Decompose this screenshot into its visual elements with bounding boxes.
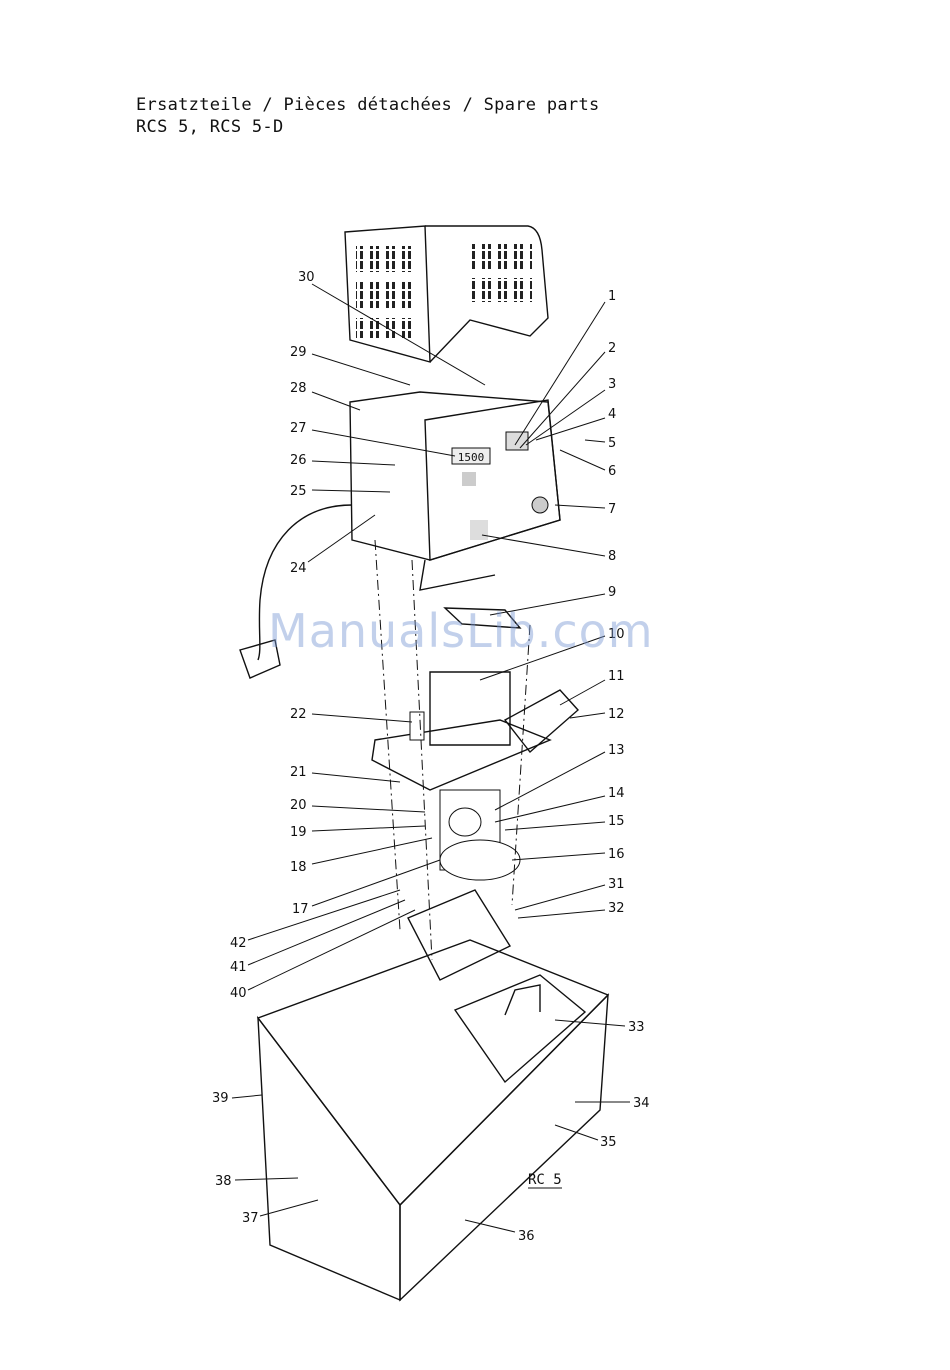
callout-42: 42 xyxy=(230,890,400,951)
callout-28: 28 xyxy=(290,381,360,410)
callout-label: 29 xyxy=(290,345,307,360)
callout-14: 14 xyxy=(495,786,625,822)
motor-pump-assembly xyxy=(372,672,578,880)
callout-label: 31 xyxy=(608,877,625,892)
callout-label: 4 xyxy=(608,407,616,422)
callout-32: 32 xyxy=(518,901,625,918)
callout-16: 16 xyxy=(512,847,625,862)
callout-label: 36 xyxy=(518,1229,535,1244)
callout-label: 40 xyxy=(230,986,247,1001)
callout-40: 40 xyxy=(230,910,415,1001)
callout-label: 32 xyxy=(608,901,625,916)
callout-label: 16 xyxy=(608,847,625,862)
callout-17: 17 xyxy=(292,860,440,917)
bath-tank xyxy=(258,940,608,1300)
callout-label: 15 xyxy=(608,814,625,829)
callout-label: 41 xyxy=(230,960,247,975)
callout-6: 6 xyxy=(560,450,616,479)
display-reading: 1500 xyxy=(458,451,485,464)
control-housing: 1500 xyxy=(350,392,560,590)
callout-19: 19 xyxy=(290,825,425,840)
callout-label: 17 xyxy=(292,902,309,917)
callout-label: 9 xyxy=(608,585,616,600)
callout-label: 5 xyxy=(608,436,616,451)
callout-label: 13 xyxy=(608,743,625,758)
callout-label: 3 xyxy=(608,377,616,392)
callout-33: 33 xyxy=(555,1020,645,1035)
callout-34: 34 xyxy=(575,1096,650,1111)
callout-label: 35 xyxy=(600,1135,617,1150)
callout-39: 39 xyxy=(212,1091,262,1106)
callout-38: 38 xyxy=(215,1174,298,1189)
callout-label: 37 xyxy=(242,1211,259,1226)
watermark: ManualsLib.com xyxy=(268,604,654,658)
callout-21: 21 xyxy=(290,765,400,782)
callout-label: 14 xyxy=(608,786,625,801)
callout-13: 13 xyxy=(495,743,625,810)
callout-24: 24 xyxy=(290,515,375,576)
callout-5: 5 xyxy=(585,436,616,451)
heater-element xyxy=(408,890,510,980)
callout-label: 38 xyxy=(215,1174,232,1189)
callout-label: 1 xyxy=(608,289,616,304)
callout-label: 20 xyxy=(290,798,307,813)
callout-label: 21 xyxy=(290,765,307,780)
callout-label: 33 xyxy=(628,1020,645,1035)
callout-label: 2 xyxy=(608,341,616,356)
callout-label: 7 xyxy=(608,502,616,517)
callout-4: 4 xyxy=(536,407,616,440)
callout-22: 22 xyxy=(290,707,412,722)
callout-label: 12 xyxy=(608,707,625,722)
callout-label: 26 xyxy=(290,453,307,468)
callout-label: 11 xyxy=(608,669,625,684)
callout-label: 8 xyxy=(608,549,616,564)
callout-label: 24 xyxy=(290,561,307,576)
callout-label: 27 xyxy=(290,421,307,436)
callout-11: 11 xyxy=(560,669,625,705)
callout-label: 22 xyxy=(290,707,307,722)
callout-label: 39 xyxy=(212,1091,229,1106)
callout-25: 25 xyxy=(290,484,390,499)
callout-36: 36 xyxy=(465,1220,535,1244)
callout-18: 18 xyxy=(290,838,432,875)
callout-label: 18 xyxy=(290,860,307,875)
callout-3: 3 xyxy=(526,377,616,445)
callout-35: 35 xyxy=(555,1125,617,1150)
housing-cover xyxy=(345,226,548,362)
callout-26: 26 xyxy=(290,453,395,468)
callout-2: 2 xyxy=(520,341,616,448)
callout-1: 1 xyxy=(515,289,616,445)
callout-20: 20 xyxy=(290,798,425,813)
callout-label: 28 xyxy=(290,381,307,396)
svg-text:RC 5: RC 5 xyxy=(528,1172,562,1188)
callout-label: 6 xyxy=(608,464,616,479)
callout-37: 37 xyxy=(242,1200,318,1226)
callout-8: 8 xyxy=(482,535,616,564)
callout-label: 34 xyxy=(633,1096,650,1111)
callout-27: 27 xyxy=(290,421,455,456)
callout-label: 30 xyxy=(298,270,315,285)
callout-label: 42 xyxy=(230,936,247,951)
callout-7: 7 xyxy=(555,502,616,517)
model-label: RC 5 xyxy=(528,1172,562,1188)
callout-label: 25 xyxy=(290,484,307,499)
callout-label: 19 xyxy=(290,825,307,840)
callout-15: 15 xyxy=(505,814,625,830)
